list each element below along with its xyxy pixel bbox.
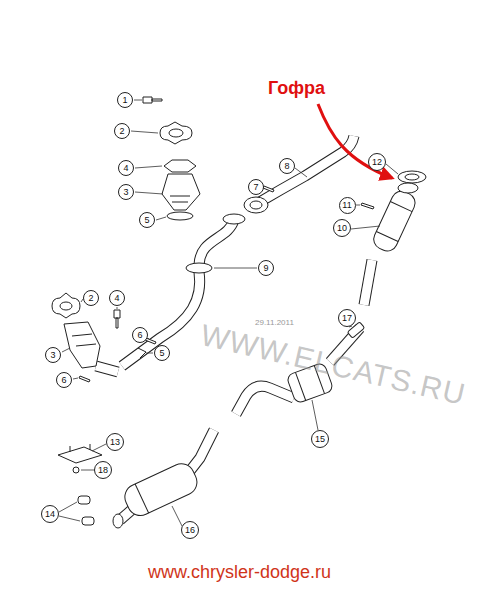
callout-number: 13 xyxy=(110,438,120,447)
callout-number: 5 xyxy=(144,216,149,225)
callout-circle: 15 xyxy=(311,430,329,448)
callout-circle: 3 xyxy=(118,184,134,200)
callout-circle: 2 xyxy=(83,290,99,306)
leader-lines xyxy=(59,100,398,526)
callout-circle: 18 xyxy=(94,461,112,479)
callout-number: 6 xyxy=(137,331,142,340)
callout-number: 2 xyxy=(119,127,124,136)
callout-number: 18 xyxy=(98,466,108,475)
callout-number: 4 xyxy=(123,164,128,173)
callout-number: 3 xyxy=(50,351,55,360)
callout-number: 1 xyxy=(122,96,127,105)
pointer-arrow xyxy=(318,104,392,178)
callout-circle: 7 xyxy=(248,179,264,195)
callout-circle: 5 xyxy=(139,212,155,228)
callout-number: 12 xyxy=(372,158,382,167)
callout-circle: 1 xyxy=(117,92,133,108)
callout-circle: 17 xyxy=(338,309,356,327)
callout-circle: 9 xyxy=(258,260,274,276)
callout-circle: 5 xyxy=(154,345,170,361)
callout-number: 16 xyxy=(185,526,195,535)
callout-circle: 3 xyxy=(45,347,61,363)
pipe-inner xyxy=(199,220,234,265)
callout-circle: 12 xyxy=(368,153,386,171)
callout-number: 4 xyxy=(114,294,119,303)
callout-circle: 14 xyxy=(41,505,59,523)
note-label: Гофра xyxy=(268,78,325,99)
callout-number: 11 xyxy=(342,201,351,210)
pipe-inner xyxy=(96,366,118,372)
date-watermark: 29.11.2011 xyxy=(255,318,294,327)
callout-circle: 4 xyxy=(118,160,134,176)
callout-circle: 6 xyxy=(132,327,148,343)
callout-number: 15 xyxy=(315,435,325,444)
callout-number: 3 xyxy=(123,188,128,197)
pipe-inner xyxy=(122,272,200,366)
callout-circle: 11 xyxy=(339,197,356,214)
callout-circle: 6 xyxy=(56,372,72,388)
callout-number: 2 xyxy=(88,294,93,303)
callout-number: 10 xyxy=(337,224,347,233)
pipe-inner xyxy=(236,386,294,414)
callout-number: 9 xyxy=(263,264,268,273)
caption: www.chrysler-dodge.ru xyxy=(148,562,331,583)
watermark: WWW.ELCATS.RU xyxy=(197,318,468,412)
callout-circle: 16 xyxy=(181,521,199,539)
pipe-inner xyxy=(258,136,354,203)
callout-circle: 13 xyxy=(106,433,124,451)
callout-number: 8 xyxy=(284,162,289,171)
pipe-inner xyxy=(364,260,372,305)
callout-circle: 10 xyxy=(333,219,351,237)
parts xyxy=(52,97,426,528)
callout-number: 5 xyxy=(159,349,164,358)
callout-number: 17 xyxy=(342,314,352,323)
callout-number: 6 xyxy=(61,376,66,385)
callout-number: 14 xyxy=(45,510,55,519)
callout-circle: 4 xyxy=(109,290,125,306)
callout-circle: 2 xyxy=(114,123,130,139)
callout-circle: 8 xyxy=(279,158,295,174)
callout-number: 7 xyxy=(253,183,258,192)
